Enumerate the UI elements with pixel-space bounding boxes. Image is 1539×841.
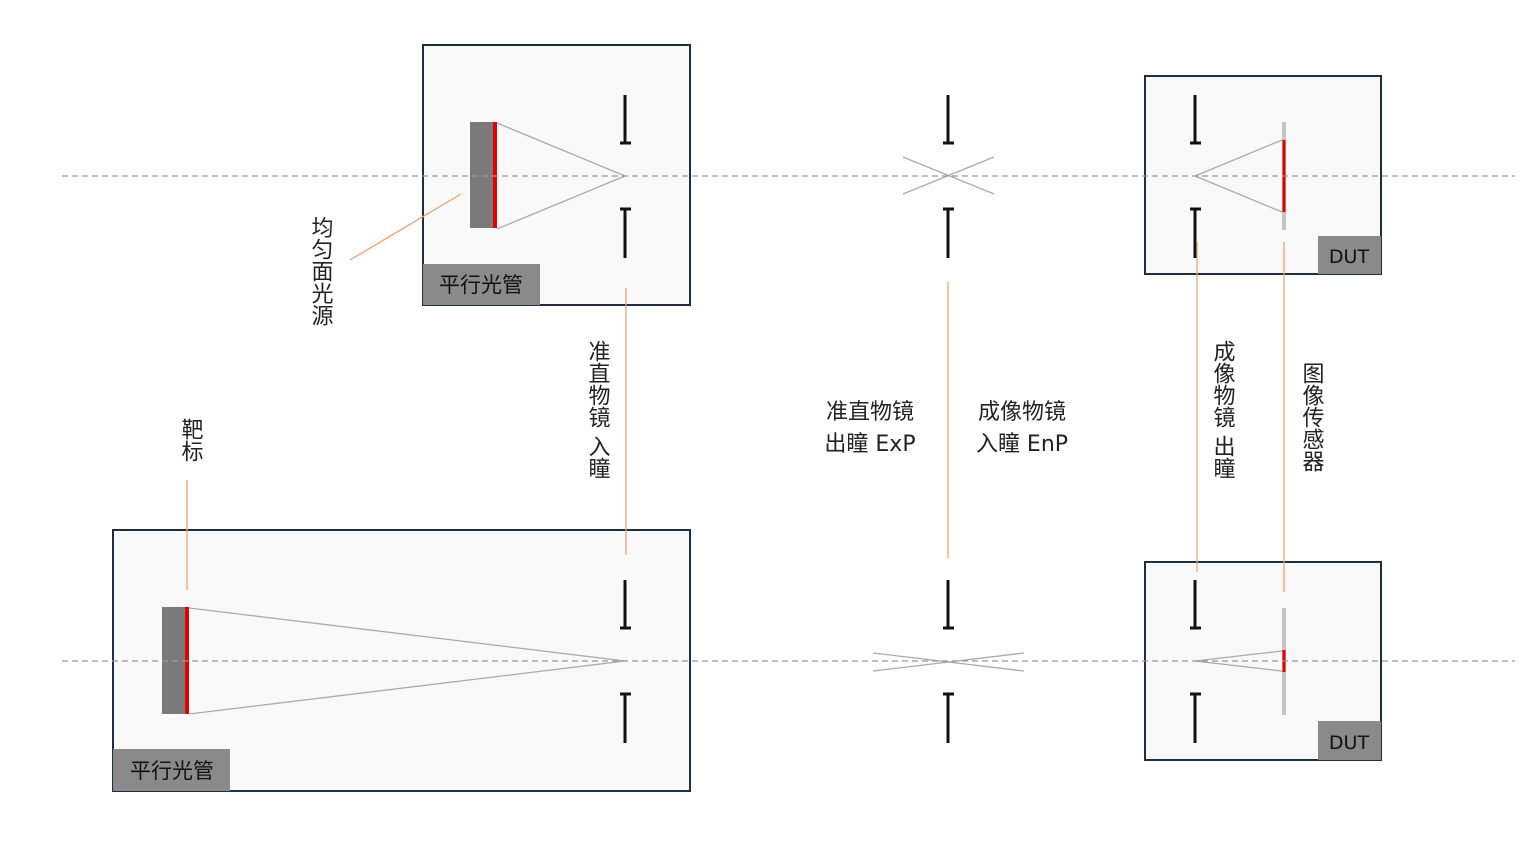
ray-top-upper [496, 122, 626, 177]
collimator-tag-bottom-text: 平行光管 [130, 759, 214, 783]
collimator-tag-top [423, 264, 540, 305]
collimator-stop-top [620, 95, 631, 258]
dut-stop-top [1190, 95, 1201, 258]
dut-ray-bottom-upper [1194, 650, 1283, 662]
label-collimator-exp-line2: 出瞳 ExP [824, 432, 915, 457]
collimator-stop-bottom [620, 580, 631, 743]
dut-ray-bottom-lower [1194, 660, 1283, 672]
middle-stop-bottom [943, 580, 954, 743]
dut-tag-bottom-text: DUT [1329, 732, 1370, 754]
collimator-box-top: 平行光管 [422, 44, 691, 306]
crossing-rays-top [902, 156, 995, 195]
leader-uniform-source [349, 193, 462, 261]
collimator-tag-bottom [113, 749, 230, 791]
dut-stop-bottom [1190, 580, 1201, 743]
dut-box-top: DUT [1144, 75, 1382, 275]
label-imaging-enp-line2: 入瞳 EnP [976, 432, 1068, 457]
label-imaging-exp: 成像物镜 出瞳 [1210, 340, 1236, 479]
ray-bottom-upper [188, 607, 626, 662]
ray-top-lower [496, 175, 626, 230]
label-uniform-source: 均匀面光源 [308, 216, 334, 326]
dut-ray-top-lower [1194, 175, 1283, 213]
label-target: 靶标 [178, 418, 204, 462]
label-image-sensor: 图像传感器 [1299, 362, 1325, 472]
ray-bottom-lower [188, 660, 626, 715]
dut-tag-top [1318, 236, 1381, 274]
collimator-tag-top-text: 平行光管 [439, 273, 523, 297]
label-collimator-exp-line1: 准直物镜 [826, 400, 914, 425]
crossing-rays-bottom [872, 652, 1025, 672]
dut-ray-top-upper [1194, 139, 1283, 177]
middle-stop-top [943, 95, 954, 258]
dut-tag-bottom [1318, 721, 1381, 760]
uniform-source-block [470, 122, 493, 228]
label-collimator-enp: 准直物镜 入瞳 [585, 340, 611, 479]
label-imaging-enp-line1: 成像物镜 [978, 400, 1066, 425]
dut-tag-top-text: DUT [1329, 246, 1370, 268]
